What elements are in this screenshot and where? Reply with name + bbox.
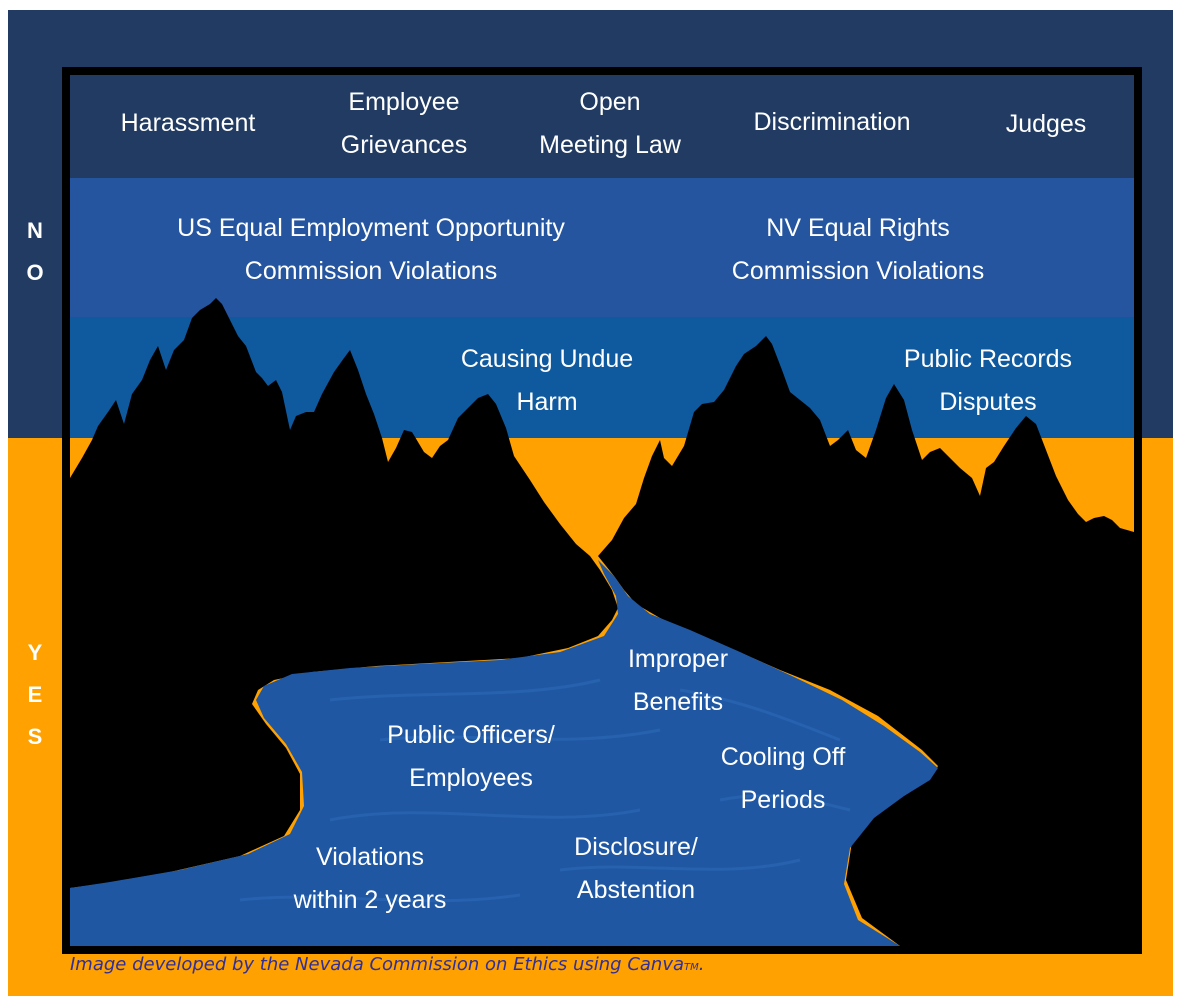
- label-judges: Judges: [1006, 103, 1087, 146]
- label-line: Open: [579, 88, 641, 116]
- label-employee-grievances: Employee Grievances: [341, 81, 467, 167]
- label-disclosure-abstention: Disclosure/ Abstention: [574, 826, 698, 912]
- label-line: Employee: [348, 88, 460, 116]
- yes-letter: S: [27, 724, 43, 749]
- label-public-records-disputes: Public Records Disputes: [904, 338, 1072, 424]
- label-line: Cooling Off: [720, 743, 846, 771]
- label-line: Harm: [516, 388, 578, 416]
- label-line: within 2 years: [293, 886, 447, 914]
- label-line: Disputes: [939, 388, 1037, 416]
- label-line: Disclosure/: [574, 833, 698, 861]
- label-discrimination: Discrimination: [754, 101, 911, 144]
- yes-side-label: Y E S: [20, 632, 50, 758]
- label-line: Violations: [316, 843, 424, 871]
- label-violations-within-2-years: Violations within 2 years: [294, 836, 447, 922]
- label-harassment: Harassment: [121, 102, 256, 145]
- top-row-band: [70, 75, 1134, 178]
- label-line: Meeting Law: [539, 131, 681, 159]
- left-mountain-range: [70, 298, 618, 946]
- image-caption: Image developed by the Nevada Commission…: [70, 954, 705, 975]
- label-public-officers-employees: Public Officers/ Employees: [387, 714, 555, 800]
- river: [70, 560, 938, 946]
- label-line: NV Equal Rights: [766, 214, 950, 242]
- label-line: Harassment: [120, 109, 256, 137]
- label-causing-undue-harm: Causing Undue Harm: [461, 338, 633, 424]
- label-line: Public Records: [903, 345, 1073, 373]
- yes-letter: E: [27, 682, 43, 707]
- no-letter: N: [27, 218, 43, 243]
- label-line: Periods: [740, 786, 826, 814]
- label-nv-equal-rights: NV Equal Rights Commission Violations: [732, 207, 984, 293]
- no-side-label: N O: [20, 210, 50, 294]
- label-line: Improper: [627, 645, 729, 673]
- label-cooling-off-periods: Cooling Off Periods: [721, 736, 846, 822]
- label-line: Abstention: [576, 876, 696, 904]
- commission-row-band: [70, 178, 1134, 317]
- label-line: Discrimination: [753, 108, 911, 136]
- label-line: US Equal Employment Opportunity: [177, 214, 565, 242]
- label-line: Judges: [1005, 110, 1087, 138]
- river-ripples: [239, 678, 851, 903]
- caption-end: .: [698, 954, 705, 975]
- label-line: Public Officers/: [387, 721, 555, 749]
- label-line: Benefits: [632, 688, 724, 716]
- right-mountain-range: [598, 336, 1134, 946]
- label-line: Grievances: [340, 131, 468, 159]
- label-open-meeting-law: Open Meeting Law: [539, 81, 681, 167]
- label-improper-benefits: Improper Benefits: [628, 638, 728, 724]
- caption-text: Image developed by the Nevada Commission…: [70, 954, 685, 975]
- label-line: Employees: [409, 764, 533, 792]
- no-letter: O: [26, 260, 44, 285]
- yes-letter: Y: [27, 640, 43, 665]
- label-us-eeoc: US Equal Employment Opportunity Commissi…: [177, 207, 565, 293]
- trademark-mark: TM: [684, 962, 699, 973]
- label-line: Commission Violations: [731, 257, 985, 285]
- label-line: Commission Violations: [244, 257, 498, 285]
- label-line: Causing Undue: [460, 345, 634, 373]
